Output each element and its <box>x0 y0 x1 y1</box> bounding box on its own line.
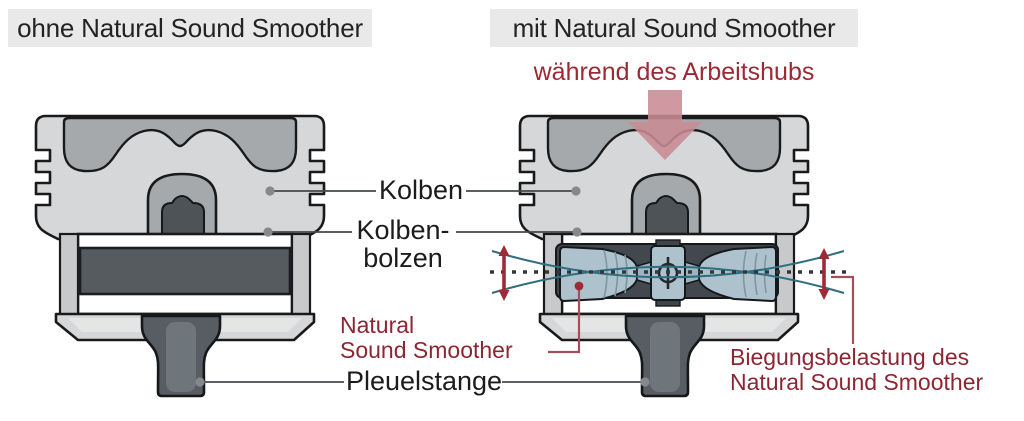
nss-leader-dot <box>574 281 584 291</box>
nss-leader-line <box>548 288 581 354</box>
label-natural-sound-smoother: Natural Sound Smoother <box>340 314 513 364</box>
power-stroke-caption: während des Arbeitshubs <box>533 58 815 86</box>
pressure-arrow-icon <box>628 90 702 160</box>
label-kolbenbolzen: Kolben- bolzen <box>348 216 458 272</box>
bending-amplitude-arrow-right-icon <box>818 248 830 300</box>
panel-header-with: mit Natural Sound Smoother <box>490 9 858 47</box>
bending-amplitude-arrow-left-icon <box>498 245 510 301</box>
label-kolbenbolzen-line2: bolzen <box>363 243 443 274</box>
label-nss-line1: Natural <box>340 312 415 338</box>
label-biegung-line1: Biegungsbelastung des <box>730 344 970 370</box>
label-kolbenbolzen-line1: Kolben- <box>356 215 450 245</box>
piston-pin-bar <box>78 246 292 296</box>
leader-dots <box>195 186 650 387</box>
label-pleuelstange: Pleuelstange <box>345 366 503 396</box>
label-biegungsbelastung: Biegungsbelastung des Natural Sound Smoo… <box>730 346 983 396</box>
piston-without-nss <box>34 114 326 398</box>
label-nss-line2: Sound Smoother <box>340 337 513 363</box>
label-kolben: Kolben <box>378 175 464 205</box>
leader-lines <box>200 190 645 383</box>
panel-header-without: ohne Natural Sound Smoother <box>8 9 372 47</box>
piston-with-nss <box>490 90 846 398</box>
bending-envelope-lines <box>491 250 845 294</box>
red-leader-lines <box>548 275 855 354</box>
label-biegung-line2: Natural Sound Smoother <box>730 369 984 395</box>
biegung-leader-line <box>831 275 855 344</box>
